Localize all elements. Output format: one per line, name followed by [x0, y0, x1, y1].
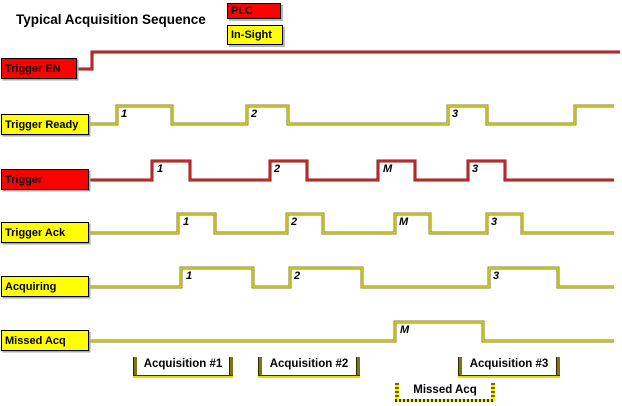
legend-plc-box: PLC [227, 3, 281, 19]
legend-plc-label: PLC [231, 5, 253, 17]
bracket-bar-right [229, 357, 233, 375]
pulse-label: 2 [291, 216, 298, 228]
bracket-bar-right [356, 357, 360, 375]
waveform-trigger-en [78, 51, 620, 70]
page-title: Typical Acquisition Sequence [16, 12, 206, 27]
pulse-label: M [399, 216, 409, 228]
waveform-acquiring [89, 267, 614, 288]
bracket-bar-left [395, 383, 399, 399]
pulse-label: 2 [274, 163, 281, 175]
waveform-trigger-ack [89, 213, 614, 234]
waveform-trigger-en [78, 50, 620, 71]
waveform-trigger [89, 160, 614, 181]
signal-label-text: Trigger EN [5, 62, 61, 75]
bracket-bottom-line [395, 399, 495, 402]
waveform-missed-acq [89, 320, 614, 343]
pulse-label: M [400, 324, 410, 336]
pulse-label: 1 [186, 270, 193, 282]
bracket-bottom-line [458, 375, 560, 378]
annotation-acquisition-3: Acquisition #3 [458, 357, 560, 378]
pulse-label: 1 [183, 216, 190, 228]
annotation-missed-acq: Missed Acq [395, 383, 495, 402]
pulse-label: 3 [493, 270, 500, 282]
signal-label-text: Trigger Ready [5, 118, 79, 131]
bracket-bottom-line [258, 375, 360, 378]
bracket-bar-left [133, 357, 137, 375]
bracket-bottom-line [133, 375, 233, 378]
pulse-label: 3 [472, 163, 479, 175]
pulse-label: 2 [251, 108, 258, 120]
waveform-trigger-ready [89, 104, 614, 126]
bracket-bar-right [556, 357, 560, 375]
pulse-label: 3 [452, 108, 459, 120]
waveform-acquiring [89, 266, 614, 289]
annotation-acquisition-1: Acquisition #1 [133, 357, 233, 378]
annotation-label: Acquisition #1 [143, 358, 223, 370]
pulse-label: M [383, 163, 393, 175]
pulse-label: 2 [294, 270, 301, 282]
pulse-label: 3 [491, 216, 498, 228]
annotation-label: Acquisition #3 [469, 358, 549, 370]
waveform-trigger [89, 159, 614, 182]
signal-label-missed-acq: Missed Acq [1, 330, 89, 351]
signal-label-text: Acquiring [5, 280, 57, 293]
signal-label-acquiring: Acquiring [1, 276, 89, 297]
signal-label-trigger-ready: Trigger Ready [1, 114, 89, 135]
waveform-missed-acq [89, 321, 614, 342]
legend-insight-label: In-Sight [231, 29, 272, 41]
signal-label-text: Missed Acq [5, 334, 66, 347]
signal-label-text: Trigger [5, 173, 43, 186]
annotation-label: Missed Acq [413, 384, 477, 396]
annotation-label: Acquisition #2 [269, 358, 349, 370]
signal-label-trigger-en: Trigger EN [1, 58, 77, 79]
waveform-trigger-ack [89, 212, 614, 235]
waveform-trigger-ready [89, 105, 614, 125]
signal-label-trigger-ack: Trigger Ack [1, 222, 89, 243]
pulse-label: 1 [157, 163, 164, 175]
bracket-bar-left [258, 357, 262, 375]
annotation-acquisition-2: Acquisition #2 [258, 357, 360, 378]
bracket-bar-left [458, 357, 462, 375]
signal-label-text: Trigger Ack [5, 226, 66, 239]
legend-insight-box: In-Sight [227, 25, 283, 45]
bracket-bar-right [491, 383, 495, 399]
pulse-label: 1 [121, 108, 128, 120]
signal-label-trigger: Trigger [1, 169, 89, 190]
